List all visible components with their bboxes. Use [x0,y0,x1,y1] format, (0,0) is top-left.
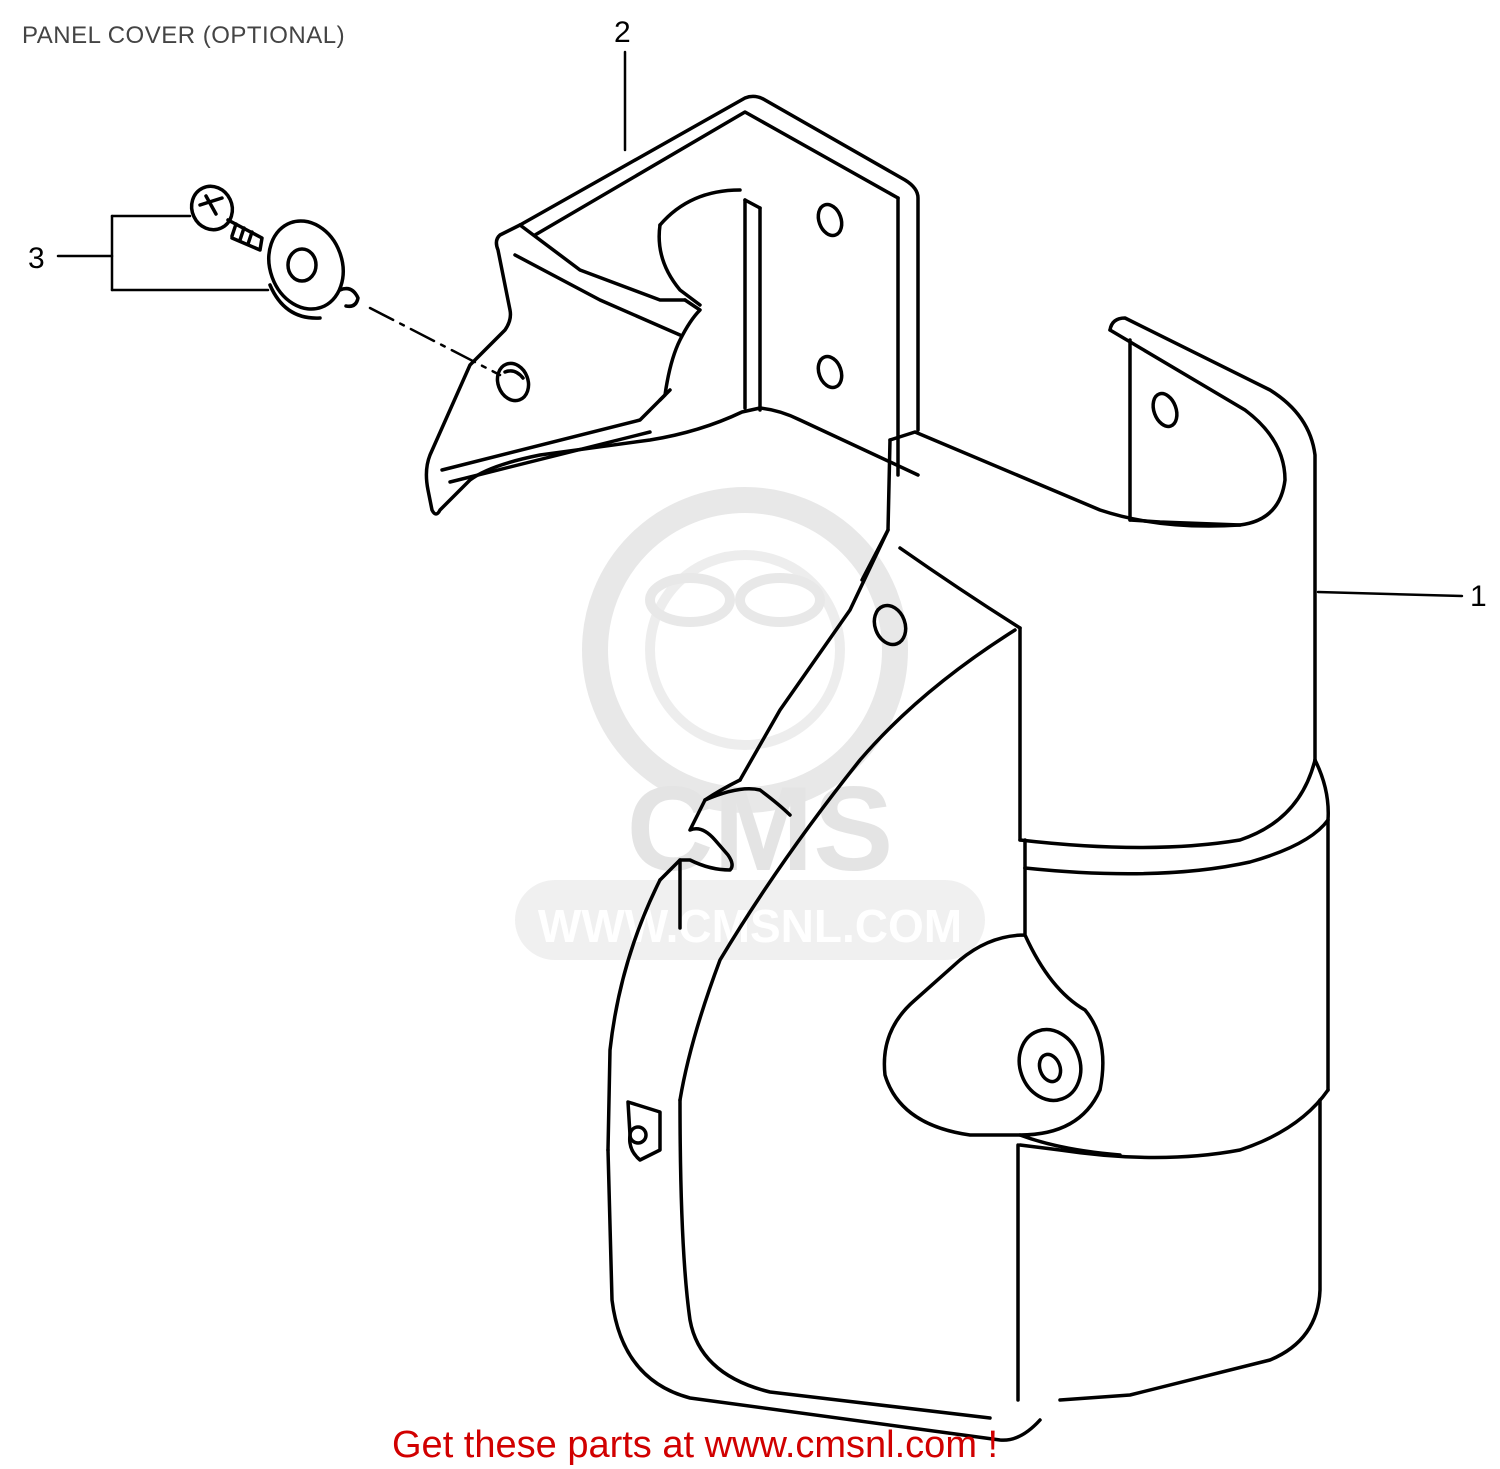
callout-number-2: 2 [614,16,631,49]
cms-watermark-logo: CMS WWW.CMSNL.COM [515,487,985,960]
assembly-guide-line [368,306,502,377]
callout-number-3: 3 [28,242,45,275]
part-1-panel-cover [606,316,1330,1442]
leader-line-1 [1316,590,1464,598]
watermark-url: WWW.CMSNL.COM [538,900,962,952]
leader-bracket-3 [56,214,270,292]
watermark-brand: CMS [627,762,894,896]
page-title: PANEL COVER (OPTIONAL) [22,22,346,49]
callout-number-1: 1 [1470,580,1487,613]
part-3-screw-and-washer [189,184,360,320]
part-2-bracket [424,94,920,516]
get-parts-link[interactable]: Get these parts at www.cmsnl.com ! [392,1424,999,1466]
